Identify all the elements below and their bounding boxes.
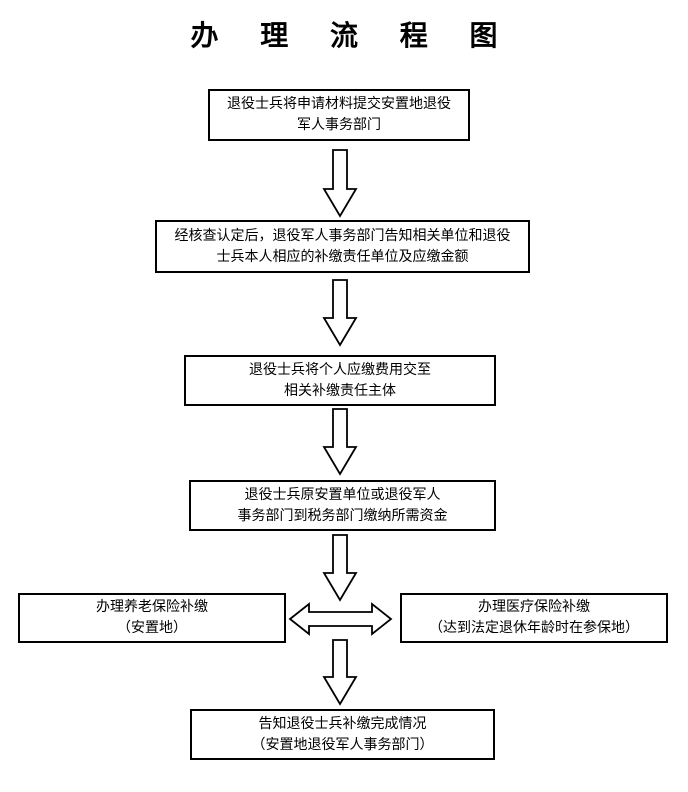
step-3-line-1: 退役士兵将个人应缴费用交至 <box>249 361 431 378</box>
step-1-line-2: 军人事务部门 <box>297 117 381 133</box>
step-1-box: 退役士兵将申请材料提交安置地退役 军人事务部门 <box>208 89 470 141</box>
step-2-line-1: 经核查认定后，退役军人事务部门告知相关单位和退役 <box>174 227 511 244</box>
down-arrow-5 <box>322 639 358 706</box>
pension-box: 办理养老保险补缴 （安置地） <box>18 593 286 643</box>
down-arrow-1 <box>322 149 358 218</box>
step-2-line-2: 士兵本人相应的补缴责任单位及应缴金额 <box>216 248 469 265</box>
step-5-line-2: （安置地退役军人事务部门） <box>251 736 434 753</box>
double-arrow <box>288 602 393 636</box>
medical-line-1: 办理医疗保险补缴 <box>478 599 590 615</box>
down-arrow-4 <box>322 534 358 602</box>
step-5-box: 告知退役士兵补缴完成情况 （安置地退役军人事务部门） <box>190 709 495 760</box>
page-title: 办 理 流 程 图 <box>190 19 514 52</box>
step-1-line-1: 退役士兵将申请材料提交安置地退役 <box>227 96 451 112</box>
pension-line-2: （安置地） <box>117 620 187 636</box>
medical-box: 办理医疗保险补缴 （达到法定退休年龄时在参保地） <box>400 593 668 643</box>
step-4-line-1: 退役士兵原安置单位或退役军人 <box>244 486 441 503</box>
step-4-line-2: 事务部门到税务部门缴纳所需资金 <box>237 507 448 524</box>
step-3-box: 退役士兵将个人应缴费用交至 相关补缴责任主体 <box>184 355 496 406</box>
pension-line-1: 办理养老保险补缴 <box>96 599 208 615</box>
down-arrow-2 <box>322 279 358 347</box>
step-5-line-1: 告知退役士兵补缴完成情况 <box>258 715 427 732</box>
step-2-box: 经核查认定后，退役军人事务部门告知相关单位和退役 士兵本人相应的补缴责任单位及应… <box>155 220 530 273</box>
step-4-box: 退役士兵原安置单位或退役军人 事务部门到税务部门缴纳所需资金 <box>189 480 496 531</box>
step-3-line-2: 相关补缴责任主体 <box>284 382 396 399</box>
down-arrow-3 <box>322 408 358 476</box>
medical-line-2: （达到法定退休年龄时在参保地） <box>429 620 639 636</box>
